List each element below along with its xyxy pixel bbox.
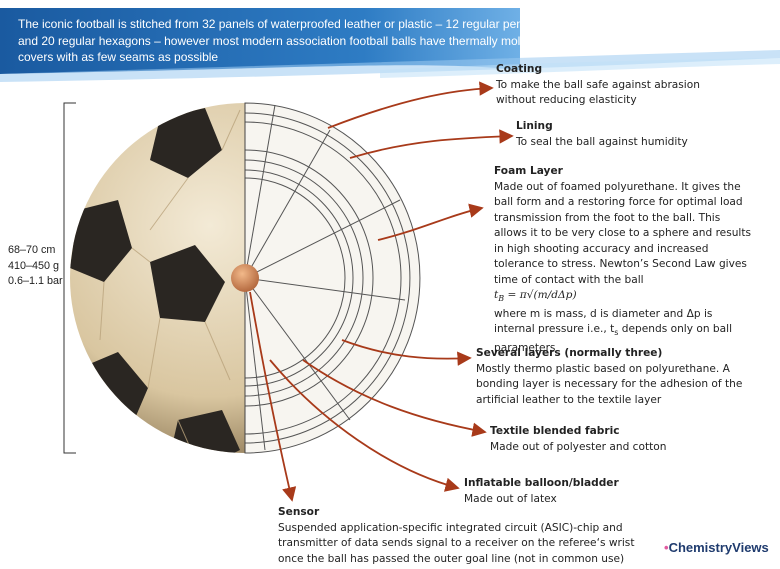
size-bracket <box>63 102 76 454</box>
logo-text: ChemistryViews <box>668 540 769 555</box>
label-foam-title: Foam Layer <box>494 165 563 177</box>
label-several-layers-text: Mostly thermo plastic based on polyureth… <box>476 362 743 406</box>
ball-panel <box>150 108 222 178</box>
mass-value: 410–450 g <box>8 259 60 272</box>
label-several-layers-title: Several layers (normally three) <box>476 347 663 359</box>
arrow-sensor <box>249 291 297 502</box>
arrow-several-layers <box>341 339 472 366</box>
dimensions: 68–70 cm 410–450 g 0.6–1.1 bar <box>8 243 63 290</box>
label-lining-title: Lining <box>516 120 553 132</box>
label-sensor-title: Sensor <box>278 506 320 518</box>
label-sensor: Sensor Suspended application-specific in… <box>278 505 636 567</box>
label-foam-text: Made out of foamed polyurethane. It give… <box>494 180 752 286</box>
label-coating: Coating To make the ball safe against ab… <box>496 62 716 109</box>
label-bladder-title: Inflatable balloon/bladder <box>464 477 619 489</box>
banner-swoosh-2 <box>380 58 780 78</box>
label-foam: Foam Layer Made out of foamed polyuretha… <box>494 164 756 356</box>
arrow-foam <box>377 203 484 241</box>
arrow-coating <box>327 81 494 129</box>
pressure-value: 0.6–1.1 bar <box>8 275 63 287</box>
intro-text: The iconic football is stitched from 32 … <box>18 17 559 64</box>
arrow-lining <box>349 129 514 159</box>
football <box>70 102 421 454</box>
ball-panel <box>150 245 225 322</box>
label-several-layers: Several layers (normally three) Mostly t… <box>476 346 746 408</box>
chemistryviews-logo: •ChemistryViews <box>664 540 769 555</box>
banner-swoosh <box>0 50 780 82</box>
circumference-value: 68–70 cm <box>8 244 56 256</box>
label-lining-text: To seal the ball against humidity <box>516 135 688 148</box>
arrow-textile <box>302 359 487 437</box>
sensor-core <box>231 264 259 292</box>
formula-explanation: where m is mass, d is diameter and Δp is… <box>494 307 733 354</box>
logo-dots-icon: • <box>664 540 669 555</box>
cutaway-section <box>244 102 421 454</box>
ball-panel <box>70 200 132 282</box>
arrow-bladder <box>269 359 460 492</box>
label-lining: Lining To seal the ball against humidity <box>516 119 736 150</box>
label-textile: Textile blended fabric Made out of polye… <box>490 424 730 455</box>
intro-banner <box>0 8 520 74</box>
label-textile-title: Textile blended fabric <box>490 425 620 437</box>
label-coating-text: To make the ball safe against abrasion w… <box>496 78 700 107</box>
label-coating-title: Coating <box>496 63 543 75</box>
label-textile-text: Made out of polyester and cotton <box>490 440 667 453</box>
label-bladder: Inflatable balloon/bladder Made out of l… <box>464 476 684 507</box>
contact-time-formula: tB = π√(m/dΔp) <box>494 289 577 304</box>
label-sensor-text: Suspended application-specific integrate… <box>278 521 635 565</box>
ball-panel <box>170 410 240 453</box>
label-bladder-text: Made out of latex <box>464 492 557 505</box>
